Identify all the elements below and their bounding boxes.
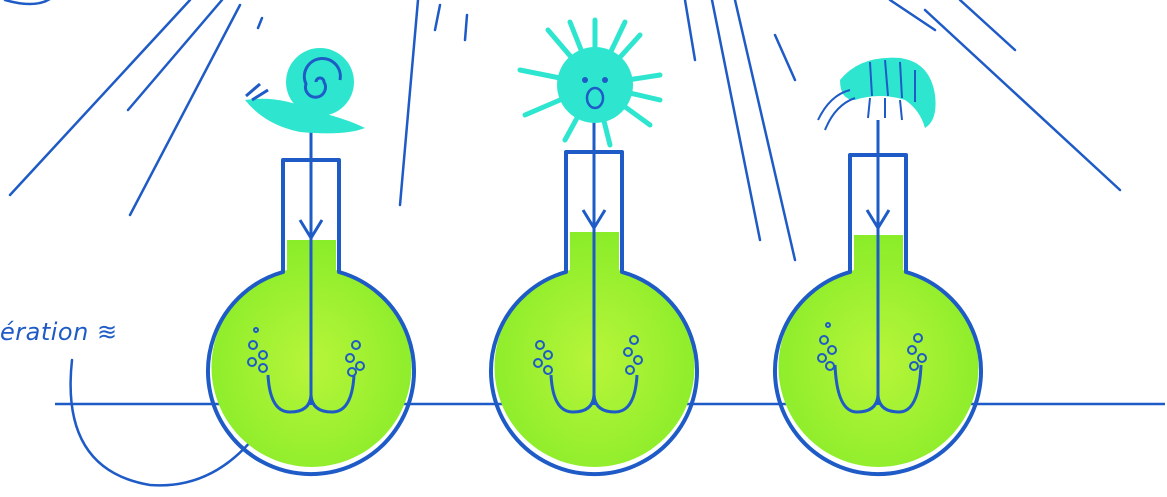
snail-icon (245, 48, 365, 134)
aeration-label: ération ≋ (0, 318, 118, 346)
shrimp-icon (817, 57, 936, 131)
flask-3 (773, 57, 983, 477)
flask-2 (489, 17, 699, 477)
aeration-arrow (69, 358, 262, 487)
sea-urchin-icon (517, 17, 663, 148)
flask-1 (206, 48, 416, 477)
sun-rays (3, 0, 1122, 262)
